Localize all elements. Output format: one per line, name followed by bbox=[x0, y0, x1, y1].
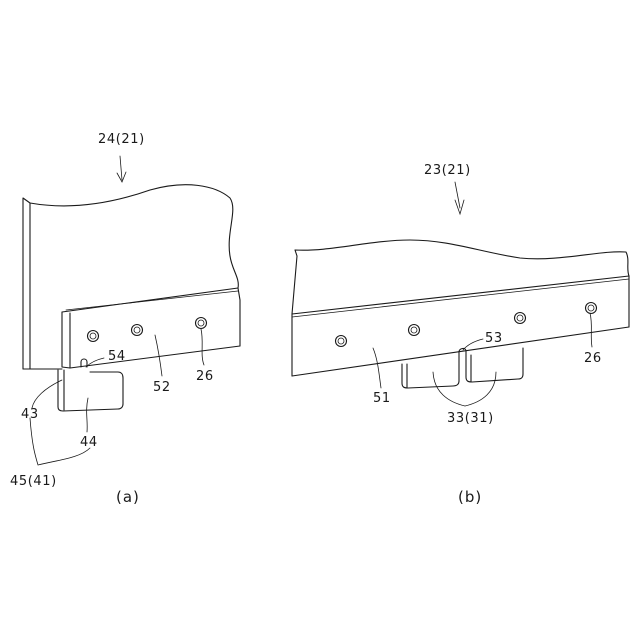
hole-b-3-inner bbox=[517, 315, 523, 321]
holder-plate-a-top2 bbox=[66, 291, 238, 310]
blade-b-bottom bbox=[292, 327, 629, 376]
hole-b-4 bbox=[586, 303, 597, 314]
holder-plate-a-left bbox=[62, 312, 70, 368]
tab-b-left bbox=[402, 357, 459, 388]
leader-b-26 bbox=[590, 313, 592, 347]
hole-b-1 bbox=[336, 336, 347, 347]
hole-b-1-inner bbox=[338, 338, 344, 344]
notch-b-53 bbox=[459, 348, 466, 357]
caption-a: (a) bbox=[116, 488, 140, 506]
label-a-main: 24(21) bbox=[98, 132, 145, 147]
blade-b-top-rail bbox=[292, 276, 629, 314]
label-b-51: 51 bbox=[373, 391, 391, 406]
label-b-33: 33(31) bbox=[447, 411, 494, 426]
holder-plate-a-bottom bbox=[70, 346, 240, 368]
label-a-45: 45(41) bbox=[10, 474, 57, 489]
caption-b: (b) bbox=[458, 488, 482, 506]
label-b-26: 26 bbox=[584, 351, 602, 366]
holder-plate-a-right bbox=[238, 288, 240, 346]
leader-a-52 bbox=[155, 335, 162, 376]
hole-a-2 bbox=[132, 325, 143, 336]
label-a-54: 54 bbox=[108, 349, 126, 364]
label-a-44: 44 bbox=[80, 435, 98, 450]
hole-a-3 bbox=[196, 318, 207, 329]
leader-b-51 bbox=[373, 348, 381, 388]
label-a-43: 43 bbox=[21, 407, 39, 422]
brace-b-33 bbox=[433, 372, 496, 406]
arrow-b-main bbox=[455, 182, 460, 208]
tab-b-right bbox=[466, 348, 523, 382]
label-a-52: 52 bbox=[153, 380, 171, 395]
leader-a-44 bbox=[87, 398, 88, 432]
hole-b-2-inner bbox=[411, 327, 417, 333]
hole-b-3 bbox=[515, 313, 526, 324]
label-b-53: 53 bbox=[485, 331, 503, 346]
blade-a-outline bbox=[23, 185, 238, 369]
blade-b-top-rail2 bbox=[292, 279, 629, 317]
leader-a-26 bbox=[201, 329, 204, 365]
holder-plate-a-top bbox=[62, 288, 238, 312]
blade-b-outline bbox=[292, 240, 629, 314]
hole-a-3-inner bbox=[198, 320, 204, 326]
tab-a bbox=[58, 370, 123, 411]
figure-b: 23(21) 53 51 26 33(31) (b) bbox=[292, 163, 629, 506]
label-b-main: 23(21) bbox=[424, 163, 471, 178]
hole-a-2-inner bbox=[134, 327, 140, 333]
arrow-a-main bbox=[120, 156, 122, 180]
hole-b-4-inner bbox=[588, 305, 594, 311]
figure-a: 24(21) 54 43 44 52 26 45(41) (a) bbox=[10, 132, 240, 506]
hole-b-2 bbox=[409, 325, 420, 336]
hole-a-1-inner bbox=[90, 333, 96, 339]
hole-a-1 bbox=[88, 331, 99, 342]
label-a-26: 26 bbox=[196, 369, 214, 384]
